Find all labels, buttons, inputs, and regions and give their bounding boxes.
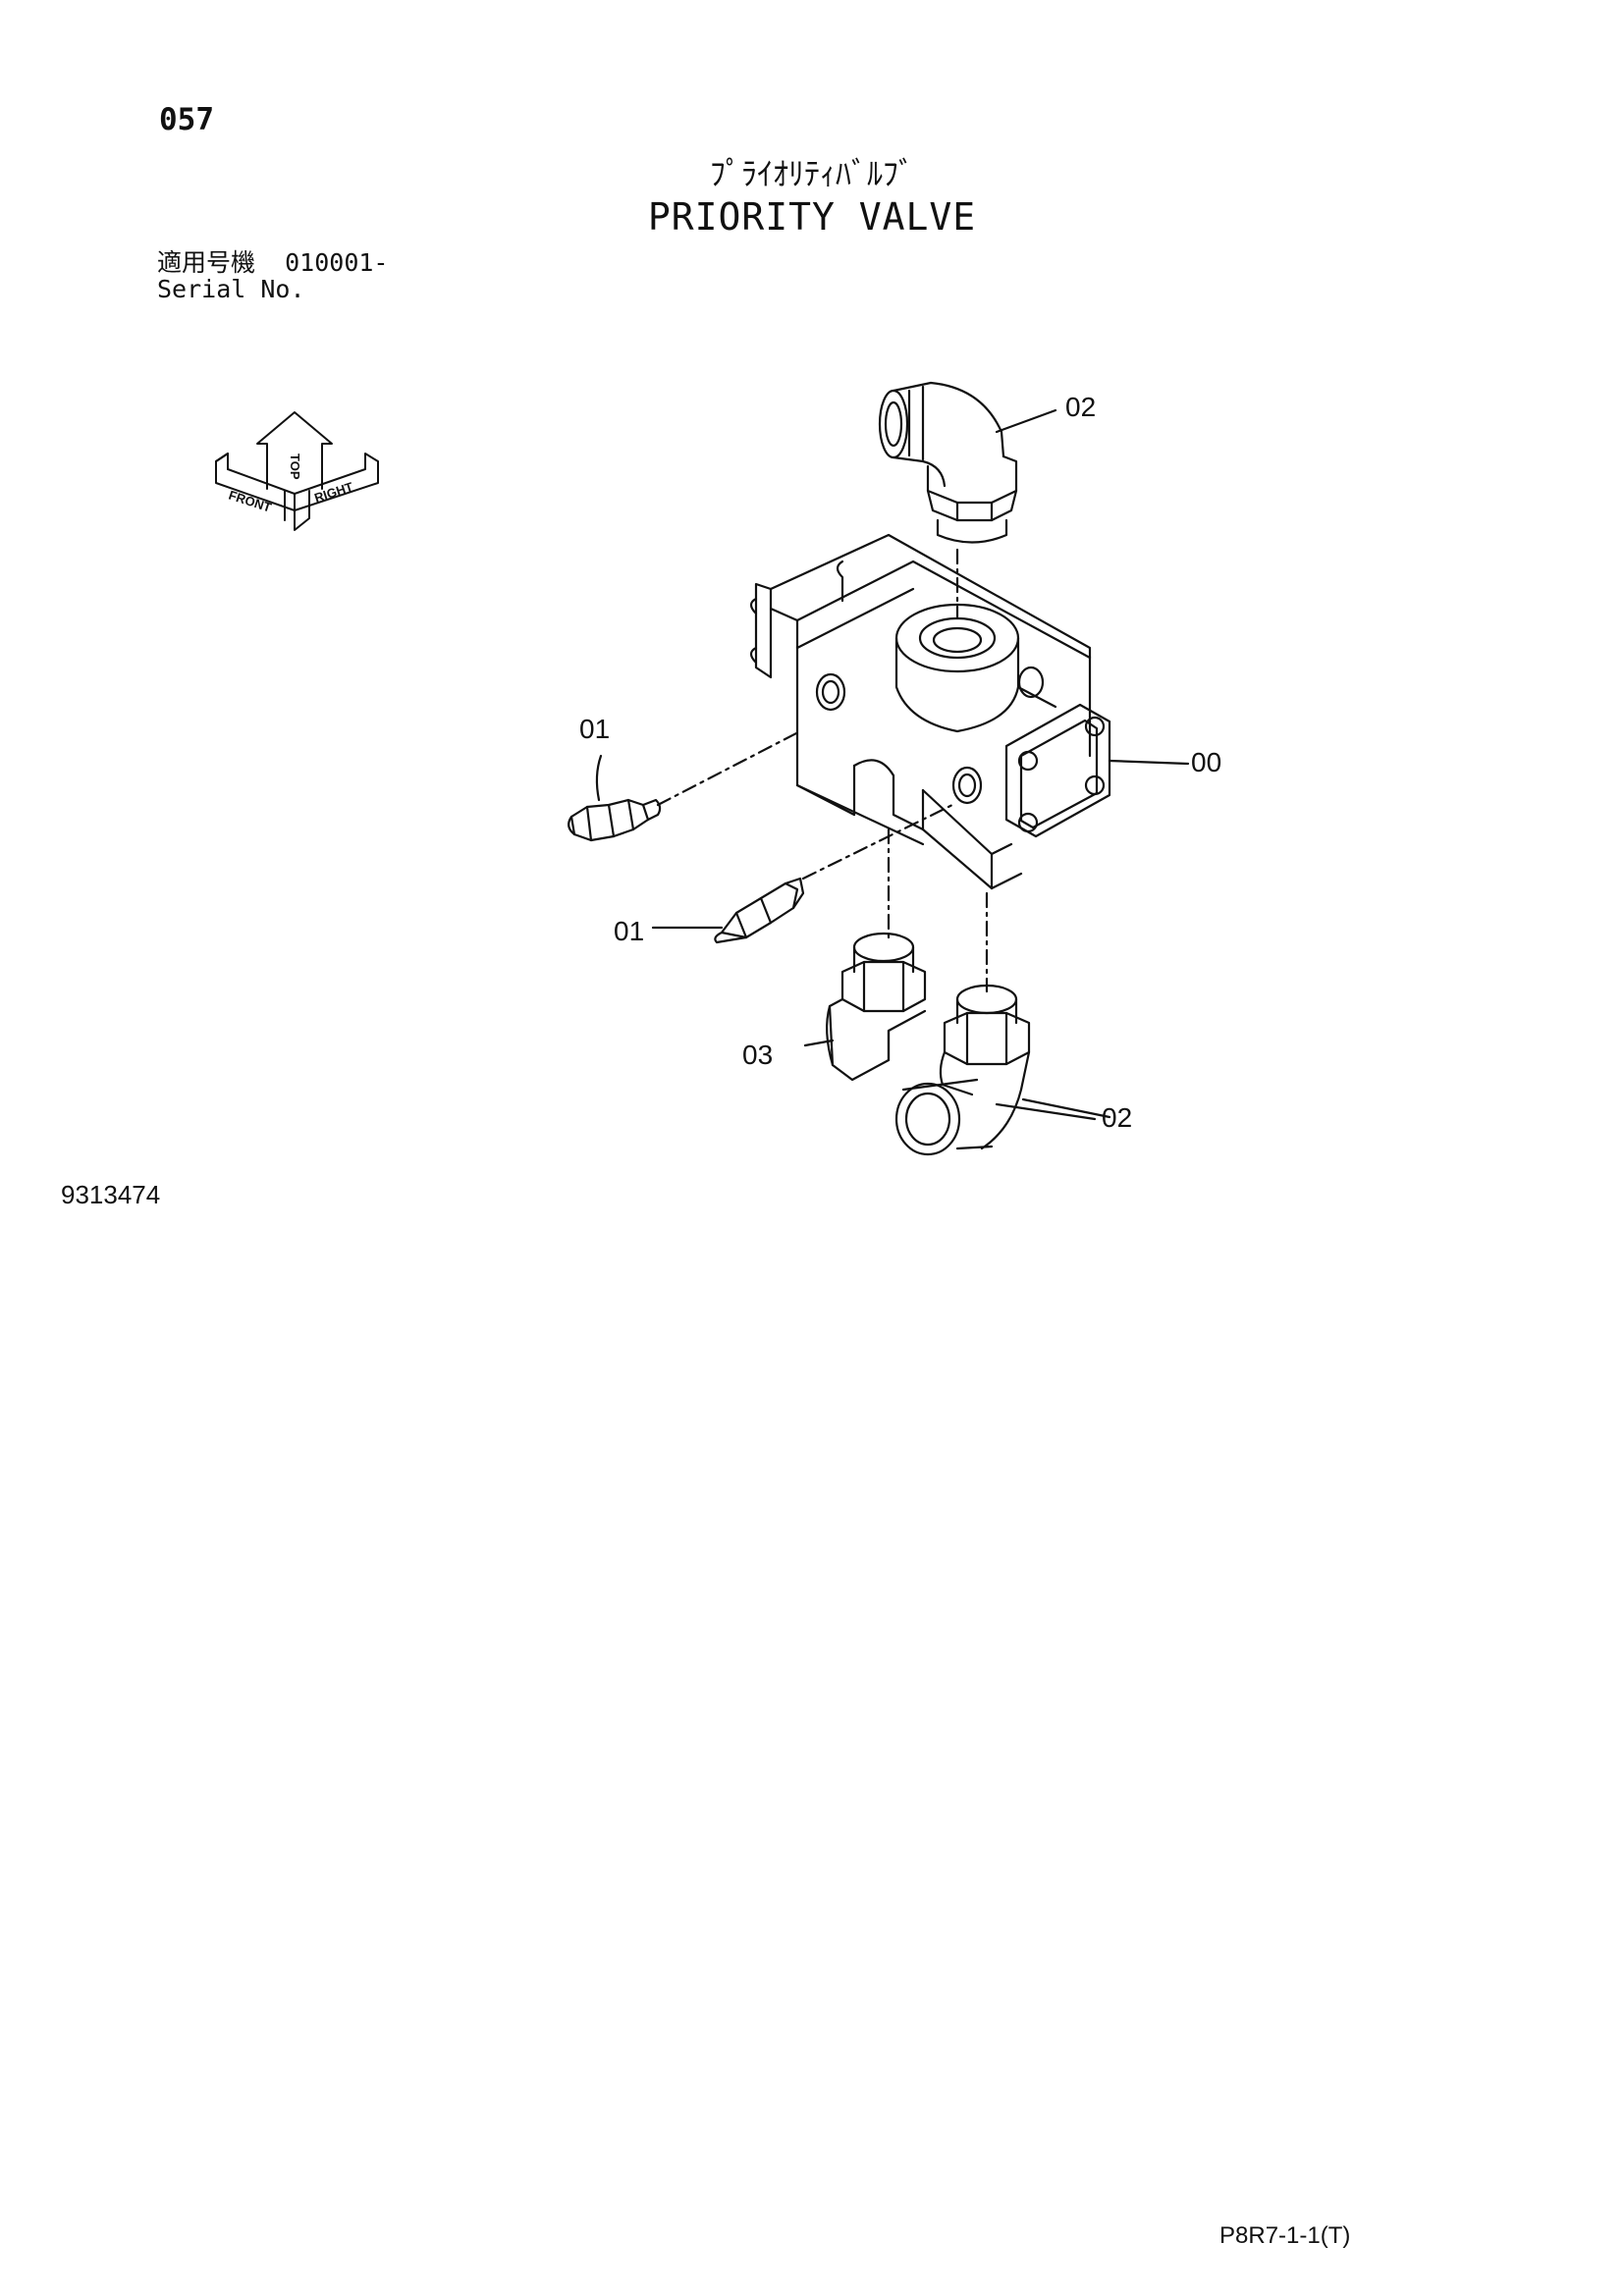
sheet-code: P8R7-1-1(T) <box>1219 2222 1351 2249</box>
plug-fitting-upper <box>568 754 662 842</box>
callout-03: 03 <box>742 1040 773 1070</box>
axis-line-lower-fitting <box>801 803 954 881</box>
svg-text:TOP: TOP <box>288 454 302 480</box>
figure-code: 9313474 <box>61 1180 161 1209</box>
serial-line-jp: 適用号機 010001- <box>157 249 388 276</box>
elbow-fitting-bottom <box>894 984 1111 1156</box>
title-japanese: ﾌﾟﾗｲｵﾘﾃｨﾊﾞﾙﾌﾞ <box>709 155 914 192</box>
orientation-label-front: FRONT <box>227 488 273 515</box>
callout-02-top: 02 <box>1065 392 1096 422</box>
callout-01-lower: 01 <box>614 916 644 946</box>
serial-range: 010001- <box>285 248 389 277</box>
orientation-label-right: RIGHT <box>312 479 354 506</box>
plug-fitting-lower <box>651 877 805 944</box>
leader-02-bottom <box>995 1102 1097 1121</box>
orientation-icon: FRONT TOP RIGHT <box>215 411 379 531</box>
orientation-label-top: TOP <box>288 454 302 480</box>
title-english: PRIORITY VALVE <box>647 195 977 239</box>
callout-00: 00 <box>1191 747 1221 777</box>
elbow-fitting-top <box>878 381 1018 544</box>
page-number: 057 <box>159 102 214 137</box>
axis-line-upper-fitting <box>656 729 802 807</box>
callout-02-bottom: 02 <box>1102 1102 1132 1133</box>
serial-label-en: Serial No. <box>157 275 305 303</box>
serial-label-jp: 適用号機 <box>157 248 256 277</box>
callout-01-upper: 01 <box>579 714 610 744</box>
svg-text:FRONT: FRONT <box>227 488 273 515</box>
straight-fitting <box>803 932 927 1082</box>
serial-block: 適用号機 010001- Serial No. <box>157 249 388 302</box>
valve-body <box>749 533 1190 890</box>
leader-02-top <box>995 408 1057 434</box>
svg-text:RIGHT: RIGHT <box>312 479 354 506</box>
